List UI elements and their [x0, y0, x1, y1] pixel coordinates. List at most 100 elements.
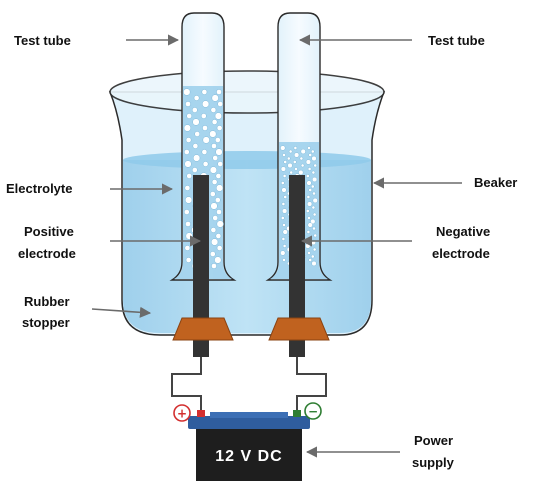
oxygen-bubble	[216, 220, 224, 228]
oxygen-bubble	[185, 137, 192, 143]
oxygen-bubble	[216, 209, 222, 215]
hydrogen-bubble	[282, 174, 287, 178]
hydrogen-bubble	[280, 181, 285, 185]
oxygen-bubble	[215, 184, 224, 192]
hydrogen-bubble	[299, 156, 304, 161]
hydrogen-bubble	[311, 260, 317, 267]
label-rubber-line2: stopper	[22, 315, 70, 330]
positive-electrode	[193, 175, 209, 357]
hydrogen-bubble	[286, 156, 291, 161]
oxygen-bubble	[185, 257, 192, 263]
hydrogen-bubble	[308, 258, 313, 262]
label-positive-line2: electrode	[18, 246, 76, 261]
hydrogen-bubble	[288, 149, 293, 154]
hydrogen-bubble	[306, 201, 313, 207]
oxygen-bubble	[184, 196, 193, 204]
hydrogen-bubble	[294, 167, 298, 171]
hydrogen-bubble	[281, 208, 288, 214]
oxygen-bubble	[191, 107, 198, 113]
label-negative-line2: electrode	[432, 246, 490, 261]
hydrogen-bubble	[310, 254, 315, 259]
oxygen-bubble	[214, 197, 221, 203]
hydrogen-bubble	[282, 153, 286, 157]
oxygen-bubble	[216, 245, 223, 251]
water-surface	[123, 151, 371, 169]
oxygen-bubble	[209, 251, 216, 257]
hydrogen-bubble	[281, 202, 286, 206]
hydrogen-bubble	[312, 197, 318, 204]
hydrogen-bubble	[283, 195, 288, 199]
oxygen-bubble	[183, 88, 191, 96]
hydrogen-bubble	[310, 184, 315, 189]
hydrogen-bubble	[305, 174, 310, 178]
oxygen-bubble	[210, 107, 217, 113]
hydrogen-bubble	[280, 166, 287, 172]
oxygen-bubble	[201, 100, 210, 108]
oxygen-bubble	[217, 161, 224, 167]
oxygen-bubble	[214, 112, 223, 120]
hydrogen-bubble	[293, 146, 298, 150]
oxygen-bubble	[191, 167, 198, 173]
label-test-tube-right: Test tube	[428, 33, 485, 48]
label-electrolyte: Electrolyte	[6, 181, 72, 196]
hydrogen-bubble	[307, 222, 313, 228]
oxygen-bubble	[183, 124, 192, 132]
hydrogen-bubble	[312, 212, 317, 217]
hydrogen-bubble	[280, 145, 286, 151]
rubber-stopper-right	[268, 317, 330, 341]
arrow-rubber-stopper	[91, 306, 152, 318]
oxygen-bubble	[185, 232, 193, 240]
negative-terminal	[293, 410, 301, 417]
oxygen-bubble	[211, 263, 217, 269]
oxygen-bubble	[194, 131, 201, 137]
oxygen-bubble	[183, 149, 190, 155]
hydrogen-bubble	[281, 187, 287, 193]
positive-symbol-ring	[173, 404, 191, 422]
oxygen-bubble	[201, 89, 208, 95]
wire-negative	[296, 357, 327, 412]
hydrogen-bubble	[312, 191, 316, 196]
oxygen-bubble	[211, 119, 218, 125]
oxygen-bubble	[184, 185, 191, 191]
label-rubber-line1: Rubber	[24, 294, 70, 309]
hydrogen-bubble	[307, 146, 311, 150]
oxygen-bubble	[186, 173, 193, 179]
negative-symbol: −	[308, 405, 318, 419]
hydrogen-bubble	[306, 195, 311, 199]
label-test-tube-left: Test tube	[14, 33, 71, 48]
oxygen-bubble	[216, 125, 223, 131]
oxygen-bubble	[202, 136, 210, 144]
battery-top-ridge	[210, 412, 288, 418]
hydrogen-bubble	[311, 205, 316, 210]
hydrogen-bubble	[280, 250, 286, 256]
oxygen-bubble	[209, 191, 216, 197]
oxygen-bubble	[193, 95, 200, 101]
hydrogen-bubble	[300, 148, 306, 155]
hydrogen-bubble	[310, 149, 315, 154]
hydrogen-bubble	[312, 247, 317, 252]
oxygen-bubble	[192, 143, 199, 149]
oxygen-bubble	[210, 227, 217, 233]
hydrogen-bubble	[298, 169, 304, 176]
hydrogen-bubble	[311, 170, 316, 175]
hydrogen-bubble	[308, 153, 313, 157]
oxygen-bubble	[211, 179, 218, 185]
oxygen-bubble	[212, 215, 219, 221]
negative-symbol-ring	[304, 402, 322, 420]
hydrogen-bubble	[313, 233, 318, 238]
oxygen-bubble	[217, 101, 224, 107]
hydrogen-bubble	[307, 167, 312, 171]
oxygen-bubble	[184, 245, 191, 251]
negative-electrode	[289, 175, 305, 357]
oxygen-bubble	[209, 130, 217, 138]
hydrogen-bubble	[282, 258, 286, 262]
battery-body	[196, 429, 302, 481]
oxygen-bubble	[214, 137, 221, 143]
hydrogen-bubble	[305, 243, 311, 249]
oxygen-bubble	[184, 160, 192, 168]
oxygen-bubble	[186, 113, 193, 119]
label-beaker: Beaker	[474, 175, 517, 190]
hydrogen-bubble	[300, 163, 305, 168]
oxygen-bubble	[215, 148, 223, 156]
